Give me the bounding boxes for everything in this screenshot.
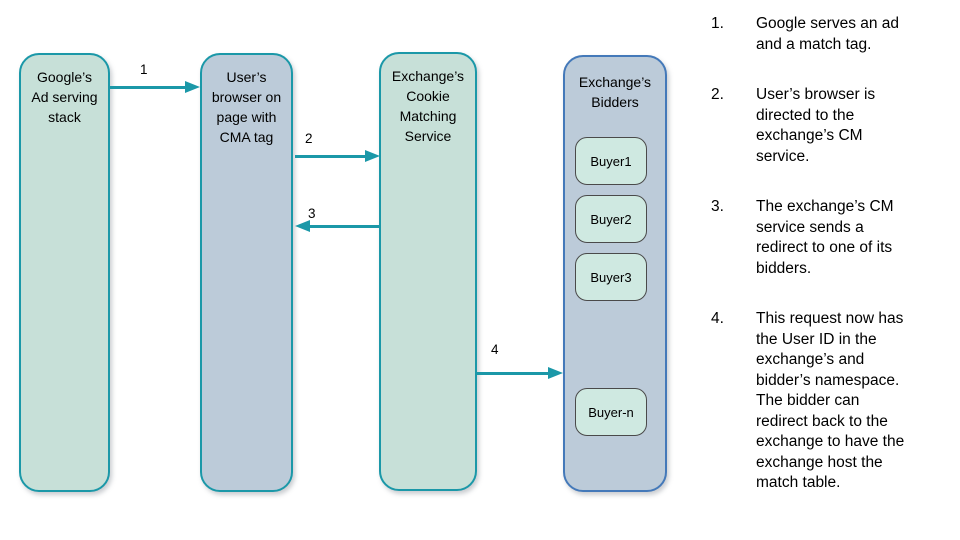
step-item-3: 3. The exchange’s CM service sends a red… [711, 197, 953, 279]
step-item-2: 2. User’s browser is directed to the exc… [711, 85, 953, 167]
node-exchange-bidders: Exchange’s Bidders Buyer1 Buyer2 Buyer3 … [563, 55, 667, 492]
step-number: 4. [711, 310, 724, 327]
arrow-label-3: 3 [308, 206, 316, 221]
step-item-1: 1. Google serves an ad and a match tag. [711, 14, 953, 55]
node-user-browser: User’s browser on page with CMA tag [200, 53, 293, 492]
step-item-4: 4. This request now has the User ID in t… [711, 309, 953, 494]
buyer-chip-3: Buyer3 [575, 253, 647, 301]
flow-arrow-1 [108, 81, 200, 93]
node-label: Exchange’s Cookie Matching Service [391, 68, 465, 144]
buyer-label: Buyer1 [590, 153, 632, 169]
node-label: Google’s Ad serving stack [31, 69, 98, 125]
buyer-chip-2: Buyer2 [575, 195, 647, 243]
step-text: The exchange’s CM service sends a redire… [756, 198, 894, 277]
buyer-label: Buyer-n [588, 404, 634, 420]
buyer-chip-n: Buyer-n [575, 388, 647, 436]
step-text: Google serves an ad and a match tag. [756, 15, 900, 53]
flow-arrow-4 [477, 367, 563, 379]
flow-arrow-3 [295, 220, 380, 232]
buyer-label: Buyer2 [590, 211, 632, 227]
arrow-label-1: 1 [140, 62, 148, 77]
flow-arrow-2 [295, 150, 380, 162]
buyer-chip-1: Buyer1 [575, 137, 647, 185]
step-text: User’s browser is directed to the exchan… [756, 86, 876, 165]
steps-list: 1. Google serves an ad and a match tag. … [711, 14, 953, 524]
arrow-label-4: 4 [491, 342, 499, 357]
arrow-label-2: 2 [305, 131, 313, 146]
step-number: 2. [711, 86, 724, 103]
step-number: 1. [711, 15, 724, 32]
step-text: This request now has the User ID in the … [756, 310, 905, 491]
buyer-label: Buyer3 [590, 269, 632, 285]
node-label: User’s browser on page with CMA tag [211, 69, 282, 145]
node-cookie-matching-service: Exchange’s Cookie Matching Service [379, 52, 477, 491]
node-google-ad-stack: Google’s Ad serving stack [19, 53, 110, 492]
node-label: Exchange’s Bidders [578, 74, 652, 110]
step-number: 3. [711, 198, 724, 215]
